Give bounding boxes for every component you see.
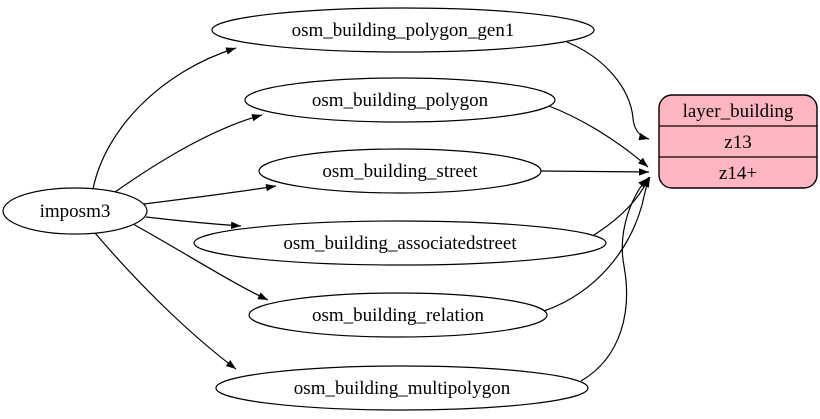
table-label: osm_building_multipolygon bbox=[294, 378, 511, 399]
edge-imposm3-to-osm-building-street bbox=[143, 183, 277, 205]
edge-imposm3-to-osm-building-polygon bbox=[114, 114, 263, 193]
edge-osm-building-multipolygon-to-z14 bbox=[580, 177, 649, 382]
edge-imposm3-to-osm-building-associatedstreet bbox=[145, 216, 242, 230]
imposm3-label: imposm3 bbox=[40, 201, 111, 222]
table-ellipse bbox=[211, 7, 595, 53]
table-ellipse bbox=[258, 148, 542, 194]
table-ellipse bbox=[244, 77, 556, 123]
edge-group bbox=[92, 41, 651, 382]
node-osm-building-relation: osm_building_relation bbox=[248, 292, 548, 338]
node-osm-building-polygon-gen1: osm_building_polygon_gen1 bbox=[211, 7, 595, 53]
edge-osm-building-polygon-gen1-to-z13 bbox=[566, 41, 650, 141]
layer-row-z14plus: z14+ bbox=[719, 163, 757, 184]
table-label: osm_building_street bbox=[322, 161, 478, 182]
table-ellipse bbox=[215, 365, 589, 411]
node-osm-building-associatedstreet: osm_building_associatedstreet bbox=[193, 220, 607, 266]
edge-imposm3-to-osm-building-multipolygon bbox=[94, 232, 237, 370]
table-ellipse bbox=[193, 220, 607, 266]
table-label: osm_building_associatedstreet bbox=[283, 233, 517, 254]
table-label: osm_building_relation bbox=[312, 305, 485, 326]
edge-imposm3-to-osm-building-relation bbox=[132, 223, 269, 301]
node-osm-building-street: osm_building_street bbox=[258, 148, 542, 194]
edge-imposm3-to-osm-building-polygon-gen1 bbox=[92, 47, 237, 190]
layer-row-z13: z13 bbox=[724, 132, 751, 153]
imposm3-ellipse bbox=[2, 187, 148, 235]
node-osm-building-polygon: osm_building_polygon bbox=[244, 77, 556, 123]
table-label: osm_building_polygon bbox=[312, 90, 489, 111]
node-layer-building: layer_building z13 z14+ bbox=[658, 94, 818, 189]
node-osm-building-multipolygon: osm_building_multipolygon bbox=[215, 365, 589, 411]
table-label: osm_building_polygon_gen1 bbox=[292, 20, 515, 41]
table-ellipse bbox=[248, 292, 548, 338]
node-imposm3: imposm3 bbox=[2, 187, 148, 235]
edge-osm-building-polygon-to-z14 bbox=[548, 105, 649, 168]
layer-building-title: layer_building bbox=[683, 101, 794, 122]
edge-osm-building-street-to-z14 bbox=[540, 168, 650, 176]
layer-building-box bbox=[658, 94, 818, 189]
